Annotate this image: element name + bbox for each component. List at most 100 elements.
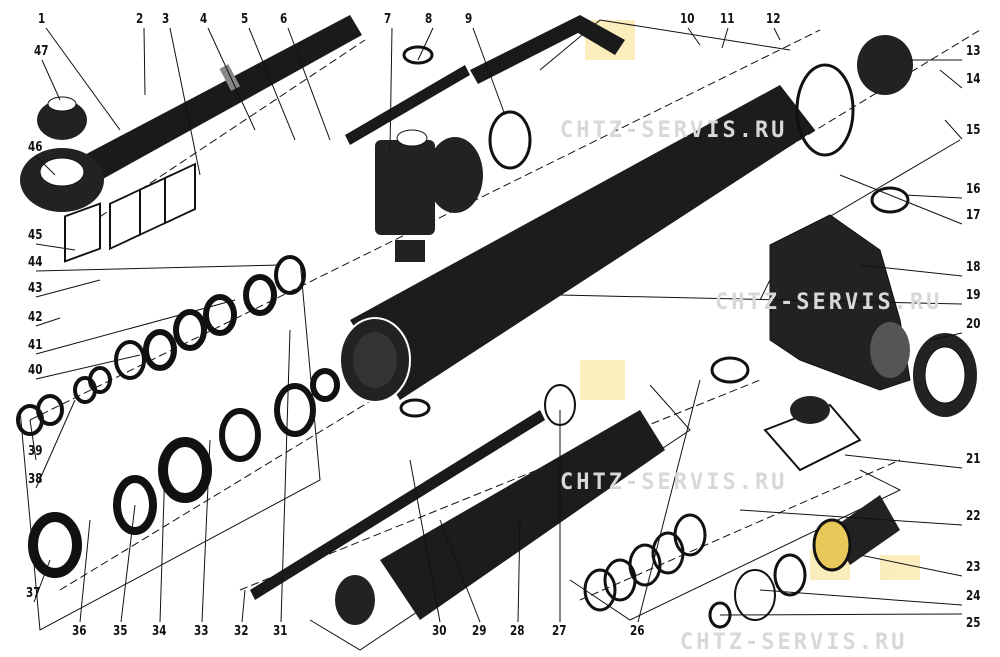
bushing-47: [37, 96, 87, 140]
callout-18: 18: [966, 260, 981, 275]
leader-line-6: [287, 27, 331, 141]
callout-6: 6: [280, 12, 288, 27]
callout-21: 21: [966, 452, 981, 467]
callout-47: 47: [34, 44, 49, 59]
leader-line-31: [280, 329, 291, 623]
callout-10: 10: [680, 12, 695, 27]
leader-line-25: [719, 613, 963, 616]
mounting-bracket: [769, 214, 911, 391]
leader-line-40: [35, 354, 141, 380]
callout-42: 42: [28, 310, 43, 325]
watermark-text: CHTZ-SERVIS.RU: [680, 630, 908, 655]
leader-line-20: [929, 332, 963, 341]
tube: [345, 65, 470, 145]
callout-24: 24: [966, 589, 981, 604]
callout-38: 38: [28, 472, 43, 487]
leader-line-29: [439, 519, 481, 623]
leader-line-39: [29, 419, 37, 461]
piston-assembly: [250, 410, 665, 625]
callout-40: 40: [28, 363, 43, 378]
callout-7: 7: [384, 12, 392, 27]
piston-rod-eye: [20, 15, 362, 212]
callout-1: 1: [38, 12, 46, 27]
leader-line-22: [739, 509, 963, 526]
leader-line-26: [637, 379, 701, 623]
leader-line-30: [409, 459, 441, 623]
o-ring: [795, 63, 855, 157]
leader-lines: [29, 27, 963, 623]
leader-line-12: [773, 27, 781, 41]
callout-20: 20: [966, 317, 981, 332]
seal-20-bore: [924, 346, 966, 404]
callout-46: 46: [28, 140, 43, 155]
leader-line-47: [41, 59, 61, 101]
leader-line-14: [939, 69, 963, 89]
leader-line-34: [159, 464, 166, 623]
leader-line-5: [248, 27, 296, 141]
leader-line-36: [79, 519, 91, 623]
callout-2: 2: [136, 12, 144, 27]
callout-33: 33: [194, 624, 209, 639]
leader-line-46: [35, 155, 56, 176]
callout-11: 11: [720, 12, 735, 27]
callout-17: 17: [966, 208, 981, 223]
callout-3: 3: [162, 12, 170, 27]
callout-4: 4: [200, 12, 208, 27]
leader-line-8: [417, 27, 434, 61]
leader-line-42: [35, 317, 61, 327]
leader-line-2: [143, 27, 146, 96]
callout-15: 15: [966, 123, 981, 138]
axis-lines: [29, 29, 981, 601]
callout-44: 44: [28, 255, 43, 270]
callout-30: 30: [432, 624, 447, 639]
callout-39: 39: [28, 444, 43, 459]
leader-line-15: [944, 119, 963, 140]
leader-line-28: [517, 519, 521, 623]
leader-line-9: [472, 27, 506, 116]
leader-line-19: [559, 294, 963, 305]
callout-43: 43: [28, 281, 43, 296]
leader-line-32: [241, 589, 246, 623]
leader-line-10: [687, 27, 701, 46]
callout-29: 29: [472, 624, 487, 639]
plates: [64, 162, 196, 263]
leader-line-18: [859, 264, 963, 277]
pipe: [470, 15, 625, 84]
callout-41: 41: [28, 338, 43, 353]
cylinder-barrel: [339, 85, 815, 403]
watermark-text: CHTZ-SERVIS.RU: [715, 290, 943, 315]
leader-line-45: [35, 243, 76, 251]
callout-13: 13: [966, 44, 981, 59]
callout-34: 34: [152, 624, 167, 639]
sleeve: [812, 495, 900, 572]
leader-line-4: [207, 27, 256, 131]
leader-line-41: [35, 299, 236, 355]
valve-body: [375, 129, 483, 262]
leader-line-21: [844, 454, 963, 469]
callout-28: 28: [510, 624, 525, 639]
callout-22: 22: [966, 509, 981, 524]
leader-line-17: [839, 174, 963, 225]
watermark-text: CHTZ-SERVIS.RU: [560, 470, 788, 495]
leader-line-7: [389, 27, 393, 151]
leader-line-33: [201, 439, 211, 623]
leader-line-23: [859, 554, 963, 577]
callout-5: 5: [241, 12, 249, 27]
watermark-text: CHTZ-SERVIS.RU: [560, 118, 788, 143]
callout-35: 35: [113, 624, 128, 639]
callout-25: 25: [966, 616, 981, 631]
callout-14: 14: [966, 72, 981, 87]
callout-16: 16: [966, 182, 981, 197]
group-bracket: [539, 19, 791, 71]
leader-line-3: [169, 27, 201, 176]
cylinder-head: [857, 35, 913, 95]
leader-line-16: [904, 194, 963, 199]
leader-line-24: [759, 589, 963, 606]
leader-line-44: [35, 264, 281, 272]
leader-line-11: [721, 27, 729, 49]
leader-line-37: [33, 559, 51, 603]
callout-23: 23: [966, 560, 981, 575]
leader-line-1: [45, 27, 121, 131]
callout-9: 9: [465, 12, 473, 27]
